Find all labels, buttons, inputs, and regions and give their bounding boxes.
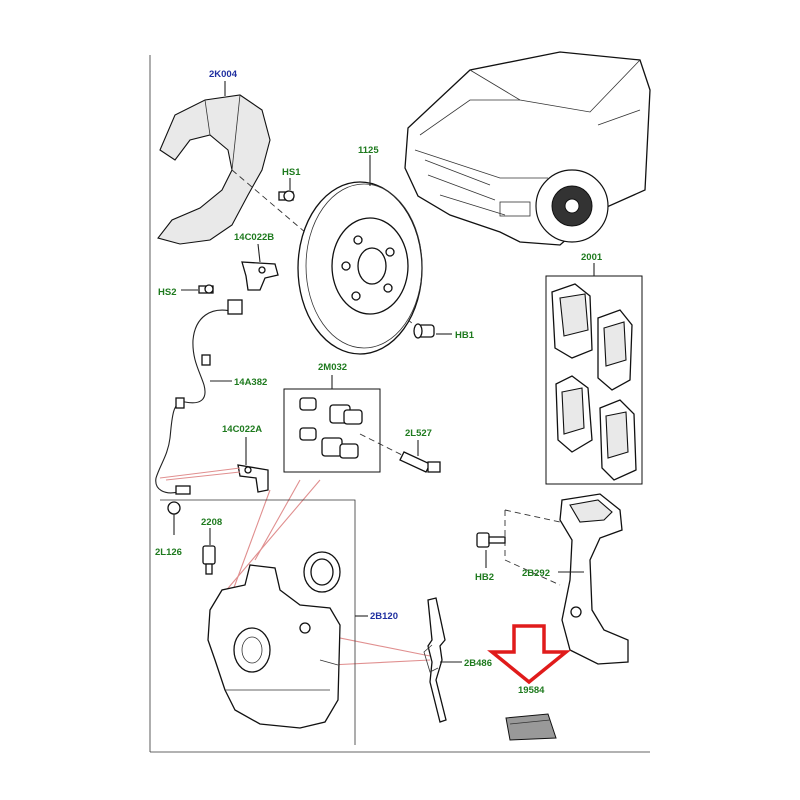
bleed-screw-part [202, 545, 216, 575]
carrier-bolt-axis [504, 509, 561, 586]
caliper-frame [160, 499, 356, 745]
callout-1125: 1125 [358, 145, 379, 156]
guide-pin-kit-parts [299, 397, 363, 459]
bleed-cap-part [167, 501, 181, 535]
callout-hb1: HB1 [455, 330, 475, 341]
sensor-bracket-lower-part [237, 464, 269, 493]
screw-hb1-part [413, 323, 435, 339]
callout-2k004: 2K004 [209, 69, 238, 80]
vehicle-illustration [404, 51, 651, 246]
anti-rattle-spring-part [423, 597, 447, 723]
callout-2m032: 2M032 [318, 362, 347, 373]
brake-pad-set-part [551, 283, 637, 481]
callout-2001: 2001 [581, 252, 603, 263]
callout-2208: 2208 [201, 517, 222, 528]
callout-2b120: 2B120 [370, 611, 398, 622]
bolt-hb2-part [476, 532, 506, 548]
callout-2b292: 2B292 [522, 568, 550, 579]
abs-sensor-harness-part [155, 299, 243, 495]
callout-2l126: 2L126 [155, 547, 182, 558]
callout-14c022a: 14C022A [222, 424, 262, 435]
guide-pin-kit-box [283, 388, 381, 473]
callout-hs1: HS1 [282, 167, 301, 178]
callout-2l527: 2L527 [405, 428, 432, 439]
callout-hb2: HB2 [475, 572, 494, 583]
sensor-bracket-upper-part [241, 261, 279, 291]
grease-sachet-part [505, 713, 557, 741]
caliper-carrier-part [559, 493, 629, 665]
guide-pin-part [399, 451, 441, 473]
callout-14a382: 14A382 [234, 377, 267, 388]
callout-19584: 19584 [518, 685, 545, 696]
red-down-arrow-icon [487, 624, 571, 685]
bolt-hs2-part [198, 284, 214, 294]
callout-2b486: 2B486 [464, 658, 492, 669]
piston-seal-part [303, 551, 341, 593]
brake-caliper-part [207, 564, 341, 729]
leader-14c022b [257, 243, 261, 263]
splash-shield-part [157, 94, 271, 245]
callout-14c022b: 14C022B [234, 232, 274, 243]
bolt-hs1-part [278, 190, 295, 202]
brake-disc-part [297, 181, 423, 355]
callout-hs2: HS2 [158, 287, 176, 298]
pin-axis-line [359, 433, 405, 457]
